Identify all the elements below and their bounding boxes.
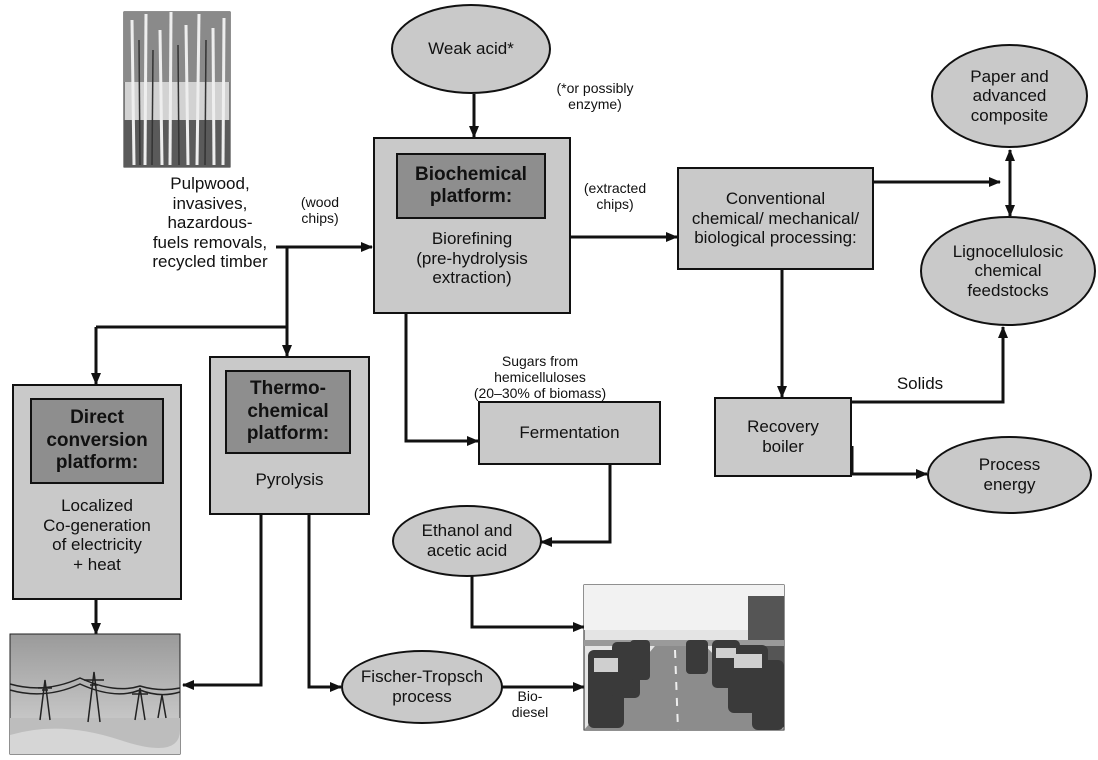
wood-chips-note: (wood chips) (300, 194, 340, 227)
fischer-tropsch-oval: Fischer-Tropsch process (341, 650, 503, 724)
arrow-biochem-fermentation (404, 314, 479, 446)
biochemical-platform-box: Biochemical platform: Biorefining (pre-h… (373, 137, 571, 314)
arrow-ethanol-traffic (470, 576, 585, 632)
thermochemical-box: Thermo- chemical platform: Pyrolysis (209, 356, 370, 515)
ethanol-oval: Ethanol and acetic acid (392, 505, 542, 577)
biochemical-platform-header: Biochemical platform: (396, 153, 546, 219)
conventional-processing-box: Conventional chemical/ mechanical/ biolo… (677, 167, 874, 270)
direct-conversion-body: Localized Co-generation of electricity +… (43, 496, 151, 574)
arrow-recovery-energy (850, 446, 928, 479)
arrow-thermo-powerlines (182, 515, 263, 690)
biochemical-platform-body: Biorefining (pre-hydrolysis extraction) (416, 229, 528, 288)
feedstock-label: Pulpwood, invasives, hazardous- fuels re… (152, 174, 268, 272)
sugars-note: Sugars from hemicelluloses (20–30% of bi… (473, 353, 607, 402)
fermentation-label: Fermentation (519, 423, 620, 442)
thermochemical-header: Thermo- chemical platform: (225, 370, 351, 454)
recovery-boiler-box: Recovery boiler (714, 397, 852, 477)
biodiesel-note: Bio- diesel (511, 688, 549, 721)
traffic-photo (583, 584, 785, 731)
arrow-recovery-ligno (852, 326, 1008, 404)
weak-acid-label: Weak acid* (428, 39, 514, 59)
arrow-thermo-fischer (307, 515, 342, 692)
direct-conversion-box: Direct conversion platform: Localized Co… (12, 384, 182, 600)
power-lines-photo (9, 633, 181, 755)
lignocellulosic-oval: Lignocellulosic chemical feedstocks (920, 216, 1096, 326)
direct-conversion-header: Direct conversion platform: (30, 398, 164, 484)
extracted-chips-note: (extracted chips) (583, 180, 647, 213)
solids-label: Solids (896, 374, 944, 393)
process-energy-oval: Process energy (927, 436, 1092, 514)
recovery-boiler-label: Recovery boiler (747, 417, 819, 456)
fermentation-box: Fermentation (478, 401, 661, 465)
arrow-fermentation-ethanol (540, 465, 612, 547)
forest-photo (123, 11, 231, 168)
pyrolysis-label: Pyrolysis (255, 470, 324, 489)
weak-acid-note: (*or possibly enzyme) (556, 80, 634, 113)
conventional-processing-label: Conventional chemical/ mechanical/ biolo… (691, 189, 860, 248)
paper-composite-oval: Paper and advanced composite (931, 44, 1088, 148)
weak-acid-oval: Weak acid* (391, 4, 551, 94)
